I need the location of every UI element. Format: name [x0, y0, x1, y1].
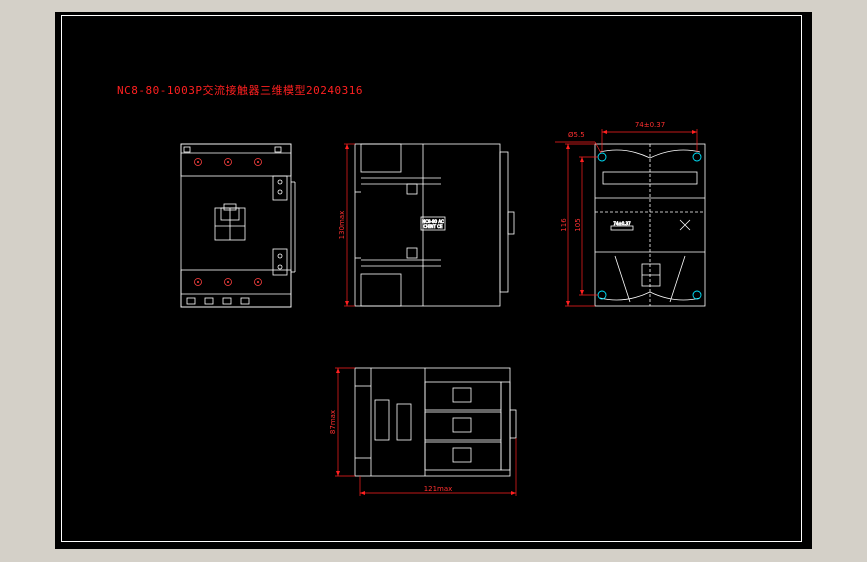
front-view — [180, 143, 296, 308]
front-bottom-terminals — [186, 278, 262, 305]
hole-bottom-right — [692, 290, 702, 300]
front-top-terminals — [183, 146, 282, 166]
top-view — [354, 367, 517, 477]
mounting-view: 74±0.37 — [594, 143, 706, 307]
hole-top-right — [692, 152, 702, 162]
dim-hole-spacing-vertical: 105 — [574, 218, 582, 231]
drawing-viewport[interactable]: NC8-80-1003P交流接触器三维模型20240316 — [55, 12, 812, 549]
dim-top-length: 121max — [424, 485, 453, 493]
hole-top-left — [597, 152, 607, 162]
front-view-bottom-terminal-block — [180, 269, 292, 308]
dim-hole-spacing-horizontal: 74±0.37 — [635, 121, 665, 129]
svg-text:CHINT CE: CHINT CE — [423, 224, 442, 229]
mounting-dimensions — [555, 129, 698, 307]
svg-text:NC8-80 AC: NC8-80 AC — [422, 219, 444, 224]
drawing-title: NC8-80-1003P交流接触器三维模型20240316 — [117, 84, 363, 97]
top-view-body — [354, 367, 511, 477]
front-center-actuator — [214, 203, 246, 241]
dim-total-height: 116 — [560, 218, 568, 232]
side-view-nameplate — [420, 216, 446, 231]
dim-top-depth: 87max — [329, 410, 337, 434]
drawing-frame — [61, 15, 802, 542]
top-dimensions — [335, 367, 517, 496]
side-view: NC8-80 AC CHINT CE — [354, 143, 515, 307]
svg-text:74±0.37: 74±0.37 — [613, 221, 631, 226]
dim-hole-diameter: Ø5.5 — [568, 131, 585, 139]
front-view-top-terminal-block — [180, 143, 292, 177]
side-dimension — [344, 143, 355, 307]
hole-bottom-left — [597, 290, 607, 300]
front-aux-contacts — [272, 175, 296, 276]
cad-drawing: NC8-80 AC CHINT CE 130max 74±0.37 — [180, 121, 706, 496]
dim-side-height: 130max — [338, 211, 346, 240]
